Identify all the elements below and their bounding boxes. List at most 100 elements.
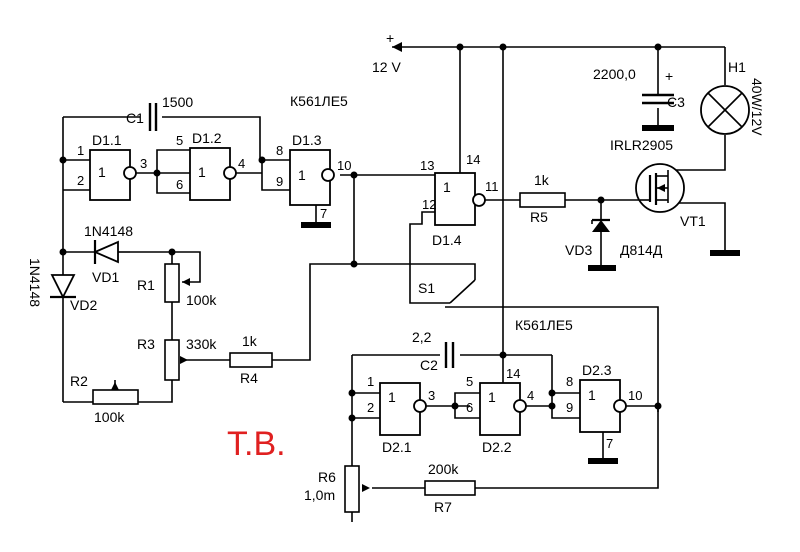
pin-label: 5: [466, 374, 473, 389]
gate-symbol: 1: [588, 387, 596, 403]
chip-label-bottom: К561ЛЕ5: [515, 317, 573, 333]
junction-dot: [548, 389, 556, 397]
r3-name: R3: [137, 336, 155, 352]
h1-value: 40W/12V: [749, 78, 765, 136]
junction-dot: [350, 260, 358, 268]
pin-label: 10: [337, 158, 351, 173]
junction-dot: [456, 43, 464, 51]
resistor-r1: R1 100k: [137, 263, 217, 308]
capacitor-c1: C1 1500: [126, 94, 193, 131]
vd2-name: VD2: [70, 297, 97, 313]
pin-label: 6: [176, 177, 183, 192]
lamp-h1: H1 40W/12V: [700, 59, 765, 136]
junction-dot: [59, 248, 67, 256]
arrow-icon: [392, 42, 402, 52]
diode-vd1: 1N4148 VD1: [84, 223, 133, 285]
pin-label: 4: [527, 388, 534, 403]
junction-dot: [654, 43, 662, 51]
r2-name: R2: [70, 373, 88, 389]
r2-value: 100k: [94, 409, 125, 425]
gate-label-d21: D2.1: [382, 439, 412, 455]
junction-dot: [597, 196, 605, 204]
pin-label: 5: [176, 133, 183, 148]
gate-label-d11: D1.1: [92, 132, 122, 148]
junction-dot: [548, 402, 556, 410]
resistor-r5: 1k R5: [519, 172, 566, 225]
gate-label-d22: D2.2: [482, 439, 512, 455]
pin-label: 11: [485, 179, 499, 194]
gate-d2-1: 1 D2.1 1 2 3: [367, 374, 435, 455]
gate-symbol: 1: [98, 164, 106, 180]
gate-d1-4: 1 D1.4 13 12 14 11: [420, 152, 499, 248]
pin-label: 3: [428, 388, 435, 403]
capacitor-c3: 2200,0 + C3: [593, 66, 685, 131]
pin-label: 14: [506, 366, 520, 381]
junction-dot: [499, 351, 507, 359]
capacitor-c2: 2,2 C2: [412, 329, 455, 373]
resistor-r3: R3 330k: [137, 336, 217, 381]
junction-dot: [153, 169, 161, 177]
r1-name: R1: [137, 277, 155, 293]
switch-s1: S1: [418, 280, 450, 304]
zener-vd3: VD3 Д814Д: [565, 218, 663, 271]
junction-dot: [350, 171, 358, 179]
junction-dot: [258, 156, 266, 164]
vd1-name: VD1: [92, 269, 119, 285]
pin-label: 3: [140, 156, 147, 171]
pin-label: 10: [628, 388, 642, 403]
resistor-r6: R6 1,0m: [304, 465, 370, 513]
diode-vd2: 1N4148 VD2: [27, 258, 97, 313]
pin-label: 12: [422, 197, 436, 212]
junction-dot: [451, 402, 459, 410]
pin-label: 13: [420, 158, 434, 173]
r1-value: 100k: [186, 292, 217, 308]
gate-symbol: 1: [298, 167, 306, 183]
gate-label-d13: D1.3: [292, 132, 322, 148]
c2-value: 2,2: [412, 329, 432, 345]
resistor-r2: R2 100k: [70, 373, 139, 425]
power-plus: +: [386, 30, 394, 46]
resistor-r7: 200k R7: [424, 461, 476, 515]
pin-label: 9: [566, 400, 573, 415]
vt1-type: IRLR2905: [610, 137, 673, 153]
gate-label-d12: D1.2: [192, 130, 222, 146]
gate-d1-3: 1 D1.3 8 9 10 7: [276, 132, 351, 228]
r7-value: 200k: [428, 461, 459, 477]
gate-d2-3: 1 D2.3 8 9 10 7: [566, 362, 642, 464]
pin-label: 14: [466, 152, 480, 167]
ground-symbol: [588, 265, 616, 271]
gate-d1-1: 1 D1.1 1 2 3: [77, 132, 147, 201]
gate-d1-2: 1 D1.2 5 6 4: [176, 130, 245, 201]
gate-symbol: 1: [198, 164, 206, 180]
c3-plus: +: [665, 68, 673, 84]
gate-label-d14: D1.4: [432, 232, 462, 248]
pin-label: 6: [466, 400, 473, 415]
pin-label: 7: [606, 436, 613, 451]
r4-name: R4: [240, 370, 258, 386]
pin-label: 8: [566, 374, 573, 389]
ground-symbol: [642, 125, 674, 131]
vd3-type: Д814Д: [620, 242, 663, 258]
gate-symbol: 1: [388, 389, 396, 405]
junction-dot: [499, 43, 507, 51]
pin-label: 8: [276, 143, 283, 158]
vt1-name: VT1: [680, 213, 706, 229]
vd3-name: VD3: [565, 242, 592, 258]
gate-symbol: 1: [443, 179, 451, 195]
r6-name: R6: [318, 469, 336, 485]
c2-name: C2: [420, 357, 438, 373]
c1-name: C1: [126, 110, 144, 126]
pin-label: 9: [276, 174, 283, 189]
junction-dot: [654, 402, 662, 410]
s1-name: S1: [418, 280, 435, 296]
ground-symbol: [710, 250, 740, 256]
c1-value: 1500: [162, 94, 193, 110]
pin-label: 1: [367, 374, 374, 389]
pin-label: 2: [367, 400, 374, 415]
r3-value: 330k: [186, 336, 217, 352]
pin-label: 1: [77, 143, 84, 158]
pin-label: 2: [77, 173, 84, 188]
gate-label-d23: D2.3: [582, 362, 612, 378]
